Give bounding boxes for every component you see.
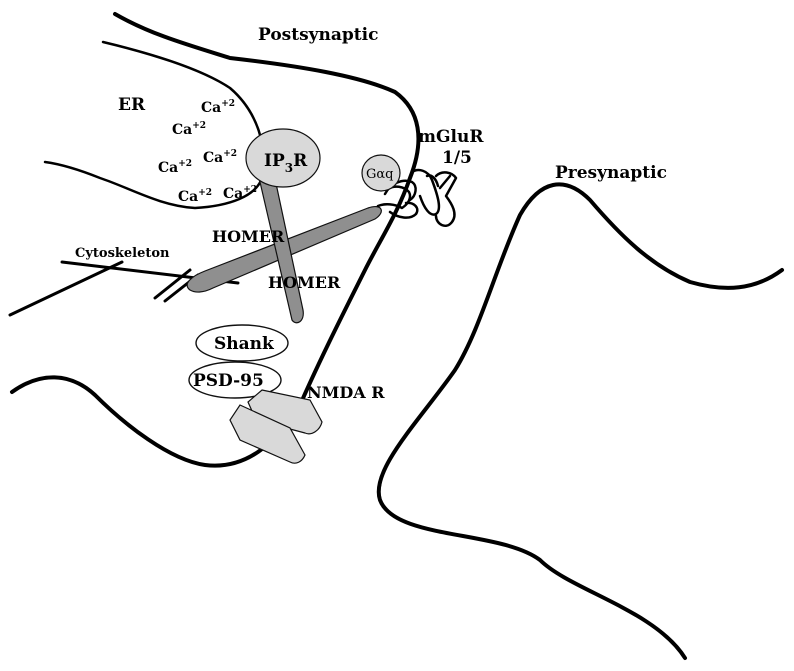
psd95-label: PSD-95	[193, 371, 264, 391]
galpha-q-label: Gαq	[366, 167, 394, 182]
shank-label: Shank	[214, 334, 275, 354]
ip3r-label: IP3R	[264, 151, 308, 175]
calcium-ion: Ca+2	[223, 185, 257, 202]
calcium-ion: Ca+2	[172, 121, 206, 138]
mglur-label: mGluR	[418, 127, 484, 147]
postsynaptic-label: Postsynaptic	[258, 25, 378, 45]
galpha-q-protein	[361, 154, 401, 192]
homer-label-upper: HOMER	[212, 227, 285, 246]
psd95-protein	[188, 361, 282, 399]
cytoskeleton-label: Cytoskeleton	[75, 246, 170, 261]
nmda-receptor-label: NMDA R	[307, 383, 385, 402]
shank-protein	[195, 324, 289, 362]
er-label: ER	[118, 95, 146, 115]
calcium-ion: Ca+2	[203, 149, 237, 166]
homer-proteins	[186, 165, 382, 324]
mglur-subtype-label: 1/5	[442, 148, 472, 168]
nmda-receptor	[229, 389, 323, 464]
calcium-ions: Ca+2 Ca+2 Ca+2 Ca+2 Ca+2 Ca+2	[158, 99, 257, 205]
ip3r-receptor	[245, 128, 321, 188]
calcium-ion: Ca+2	[158, 159, 192, 176]
cytoskeleton-filaments	[8, 260, 240, 317]
presynaptic-membrane	[376, 182, 784, 660]
postsynaptic-membrane	[10, 12, 421, 468]
presynaptic-label: Presynaptic	[555, 163, 667, 183]
homer-label-lower: HOMER	[268, 273, 341, 292]
calcium-ion: Ca+2	[178, 188, 212, 205]
calcium-ion: Ca+2	[201, 99, 235, 116]
er-membrane	[43, 40, 265, 210]
